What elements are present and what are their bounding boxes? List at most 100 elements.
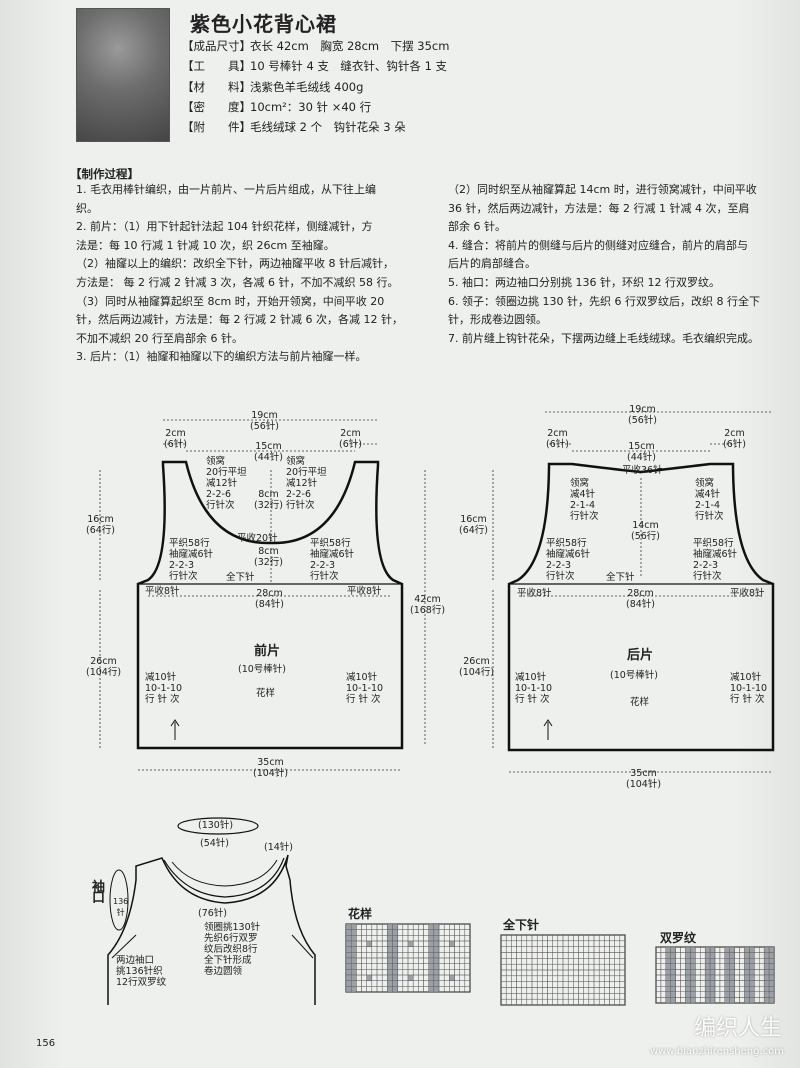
stitch-cell	[345, 929, 352, 936]
stitch-cell	[598, 963, 605, 971]
stitch-cell	[516, 998, 522, 1006]
stitch-cell	[428, 980, 435, 987]
stitch-cell	[724, 991, 730, 998]
stitch-cell	[356, 940, 362, 947]
stitch-cell	[361, 980, 367, 987]
stitch-cell	[567, 998, 574, 1006]
process-line: 4. 缝合：将前片的侧缝与后片的侧缝对应缝合，前片的肩部与	[448, 238, 748, 252]
stitch-cell	[366, 986, 373, 993]
stitch-cell	[614, 958, 621, 965]
stitch-cell	[521, 998, 528, 1006]
stitch-cell	[562, 993, 569, 1000]
stitch-cell	[578, 963, 584, 971]
stitch-cell	[768, 952, 775, 959]
stitch-cell	[562, 958, 569, 965]
stitch-cell	[531, 952, 538, 959]
stitch-cell	[356, 946, 362, 953]
stitch-cell	[763, 952, 770, 959]
stitch-cell	[655, 997, 662, 1004]
stitch-cell	[604, 934, 610, 942]
stitch-cell	[438, 929, 445, 936]
front-center-cast: 平收20针	[237, 533, 278, 544]
stitch-cell	[392, 946, 398, 953]
process-line: 3. 后片：（1）袖窿和袖窿以下的编织方法与前片袖窿一样。	[76, 350, 367, 364]
stitch-cell	[763, 958, 770, 965]
stitch-cell	[552, 987, 559, 994]
stitch-cell	[660, 952, 667, 959]
stitch-cell	[700, 974, 706, 981]
stitch-cell	[593, 946, 600, 953]
stitch-cell	[428, 952, 435, 959]
stitch-cell	[526, 946, 533, 953]
chart-title-rib: 双罗纹	[660, 931, 697, 945]
stitch-cell	[536, 969, 543, 977]
stitch-cell	[500, 934, 507, 942]
stitch-cell	[695, 946, 701, 953]
stitch-cell	[423, 929, 429, 936]
stitch-cell	[423, 974, 429, 981]
stitch-cell	[516, 952, 522, 959]
stitch-cell	[609, 987, 615, 994]
stitch-cell	[531, 963, 538, 971]
stitch-cell	[397, 935, 404, 942]
stitch-cell	[449, 940, 455, 947]
stitch-cell	[665, 963, 671, 970]
stitch-cell	[361, 974, 367, 981]
process-line: 方法是： 每 2 行减 2 针减 3 次，各减 6 针，不加不减织 58 行。	[76, 275, 399, 289]
stitch-cell	[724, 963, 730, 970]
stitch-cell	[376, 957, 383, 964]
stitch-cell	[593, 952, 600, 959]
stitch-cell	[734, 969, 740, 976]
stitch-cell	[511, 940, 517, 947]
stitch-cell	[557, 934, 564, 942]
pattern-grid	[345, 923, 471, 993]
process-line: 针，形成卷边圆领。	[448, 313, 547, 327]
stitch-cell	[557, 987, 564, 994]
stitch-cell	[376, 946, 383, 953]
stitch-cell	[402, 929, 409, 936]
back-panel-name: 后片	[627, 648, 654, 663]
back-shoulder-right: 2cm(6针)	[723, 428, 746, 450]
stitch-cell	[690, 997, 696, 1004]
stitch-cell	[526, 952, 533, 959]
stitch-cell	[423, 923, 429, 930]
stitch-cell	[397, 952, 404, 959]
stitch-cell	[609, 975, 615, 982]
front-neck-depth: 8cm (32行)	[254, 489, 284, 511]
stitch-cell	[557, 993, 564, 1000]
stitch-cell	[464, 946, 471, 953]
stitch-cell	[567, 946, 574, 953]
stitch-cell	[680, 974, 686, 981]
stitch-cell	[387, 969, 393, 976]
stitch-cell	[670, 958, 676, 965]
front-stockinette: 全下针	[226, 572, 255, 583]
stitch-cell	[542, 969, 548, 977]
stitch-cell	[443, 946, 450, 953]
stitch-cell	[371, 929, 378, 936]
stitch-cell	[361, 986, 367, 993]
stitch-cell	[588, 934, 595, 942]
stitch-cell	[759, 946, 765, 953]
stitch-cell	[593, 975, 600, 982]
stitch-cell	[397, 963, 404, 970]
stitch-cell	[345, 952, 352, 959]
stitch-cell	[655, 974, 662, 981]
stitch-cell	[685, 969, 691, 976]
stitch-cell	[573, 969, 579, 977]
spec-size: 【成品尺寸】衣长 42cm 胸宽 28cm 下摆 35cm	[182, 39, 450, 53]
stitch-cell	[531, 975, 538, 982]
stitch-cell	[371, 946, 378, 953]
stitch-cell	[614, 987, 621, 994]
stitch-cell	[588, 969, 595, 977]
stitch-cell	[449, 963, 455, 970]
stitch-cell	[680, 958, 686, 965]
stitch-cell	[573, 981, 579, 988]
stitch-cell	[423, 940, 429, 947]
stitch-cell	[598, 975, 605, 982]
stitch-cell	[614, 940, 621, 947]
stitch-cell	[552, 975, 559, 982]
stitch-cell	[356, 980, 362, 987]
stitch-cell	[655, 963, 662, 970]
stitch-cell	[598, 958, 605, 965]
